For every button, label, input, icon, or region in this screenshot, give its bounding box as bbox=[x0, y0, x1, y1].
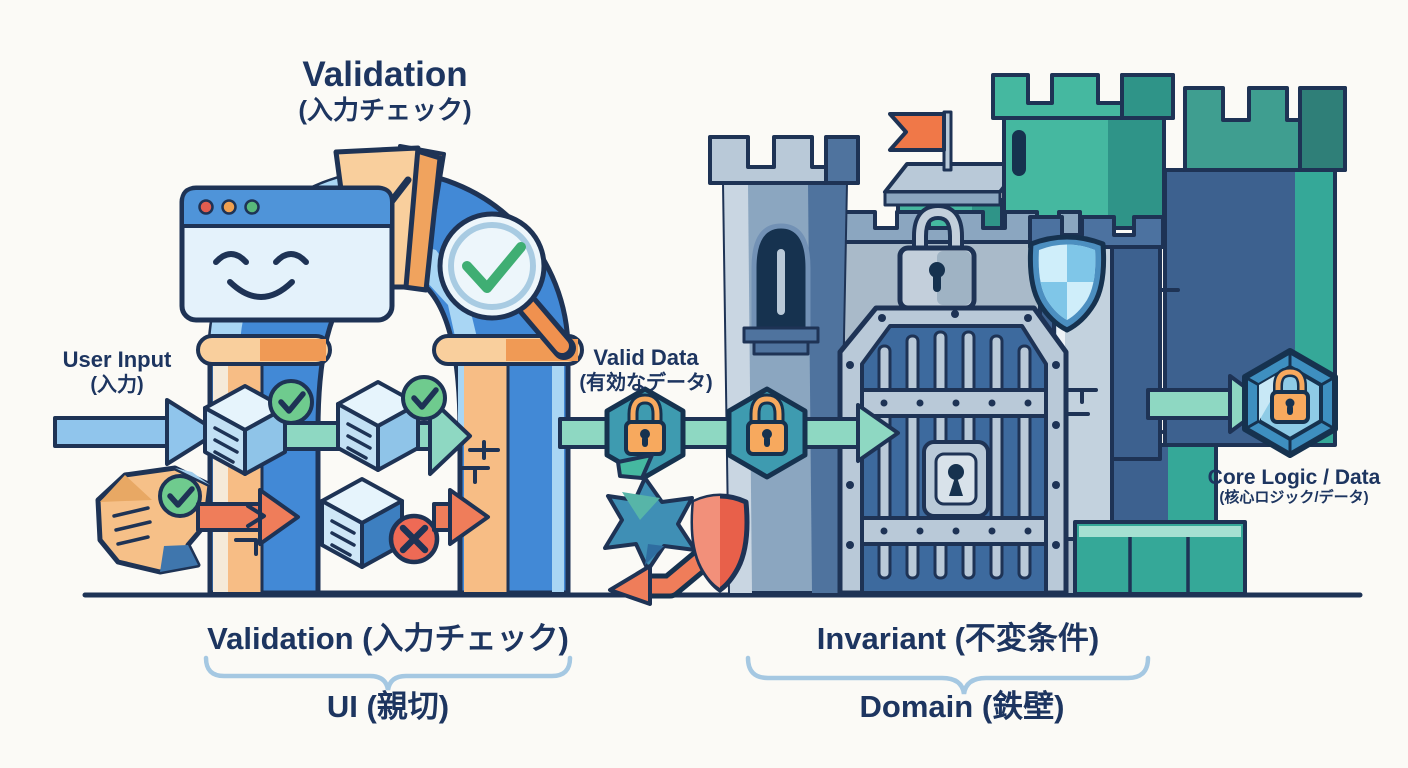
spiky-star-icon bbox=[603, 453, 697, 572]
gate-keyhole-plate bbox=[922, 440, 990, 518]
smiling-browser-window-icon bbox=[179, 185, 395, 323]
rejected-arrow-icon bbox=[196, 488, 300, 556]
teal-tower bbox=[991, 73, 1175, 230]
magnifier-check-icon bbox=[437, 211, 576, 360]
data-flow bbox=[53, 348, 1338, 606]
valid-data-label: Valid Data bbox=[593, 345, 699, 370]
core-logic-label-ja: (核心ロジック/データ) bbox=[1219, 489, 1369, 506]
ui-sublabel: UI (親切) bbox=[326, 689, 450, 724]
column-rings bbox=[196, 334, 584, 366]
left-tower bbox=[708, 135, 860, 595]
teal-plinth bbox=[1073, 520, 1247, 596]
gem-padlock-icon bbox=[1242, 348, 1338, 458]
top-title: Validation bbox=[302, 55, 468, 94]
orange-flag-icon bbox=[888, 112, 946, 152]
validation-heading: Validation (入力チェック) bbox=[207, 621, 569, 656]
core-logic-label: Core Logic / Data bbox=[1207, 466, 1381, 489]
shield-emblem-icon bbox=[1027, 234, 1107, 333]
user-input-label: User Input bbox=[62, 347, 172, 372]
top-title-ja: (入力チェック) bbox=[298, 95, 472, 125]
hexagon-padlock-icon bbox=[604, 386, 686, 480]
braces bbox=[203, 655, 1151, 695]
rejected-arrow-icon bbox=[432, 488, 490, 546]
red-cross-badge-icon bbox=[388, 513, 440, 565]
data-cube-icon bbox=[203, 384, 287, 476]
crumpled-box-icon bbox=[95, 465, 213, 575]
green-check-badge-icon bbox=[401, 375, 447, 421]
invariant-heading: Invariant (不変条件) bbox=[816, 621, 1100, 656]
deflected-arrow-icon bbox=[608, 543, 719, 606]
input-arrow-icon bbox=[53, 398, 220, 466]
data-cube-icon bbox=[320, 477, 404, 569]
hexagon-padlock-icon bbox=[726, 386, 808, 480]
crack-marks bbox=[460, 440, 500, 484]
user-input-label-ja: (入力) bbox=[90, 374, 144, 396]
left-brace bbox=[203, 655, 573, 691]
portcullis-gate-icon bbox=[837, 305, 1069, 596]
green-check-badge-icon bbox=[268, 379, 314, 425]
data-cube-icon bbox=[336, 380, 420, 472]
valid-data-label-ja: (有効なデータ) bbox=[579, 372, 713, 394]
castle-illustration bbox=[708, 73, 1347, 597]
domain-sublabel: Domain (鉄壁) bbox=[859, 689, 1065, 724]
crack-marks bbox=[234, 504, 266, 556]
arched-window bbox=[742, 223, 820, 356]
right-brace bbox=[745, 655, 1151, 695]
red-shield-icon bbox=[690, 493, 750, 593]
